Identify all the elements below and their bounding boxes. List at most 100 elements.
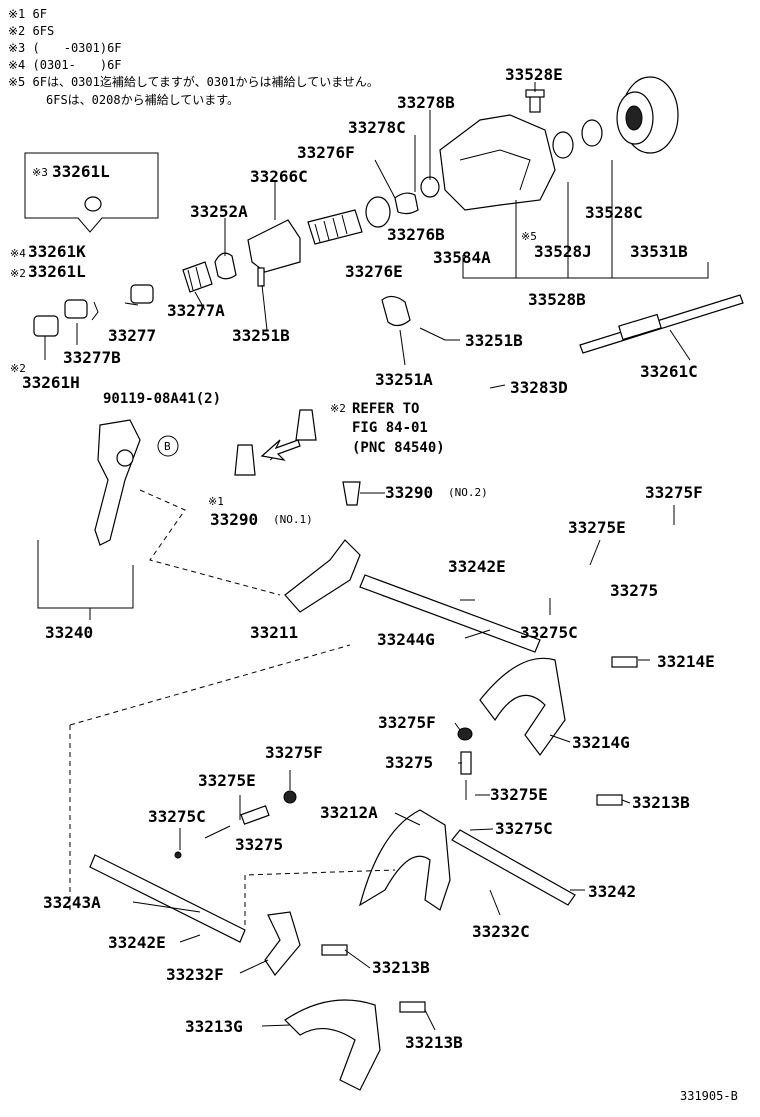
label-33275C-c[interactable]: 33275C: [495, 819, 553, 838]
label-33243A[interactable]: 33243A: [43, 893, 101, 912]
label-33252A[interactable]: 33252A: [190, 202, 248, 221]
label-33242[interactable]: 33242: [588, 882, 636, 901]
label-33278B[interactable]: 33278B: [397, 93, 455, 112]
label-33283D[interactable]: 33283D: [510, 378, 568, 397]
label-33528J[interactable]: 33528J: [534, 242, 592, 261]
label-33275-c[interactable]: 33275: [235, 835, 283, 854]
label-33275C-b[interactable]: 33275C: [148, 807, 206, 826]
note-3: ※3 ( -0301)6F: [8, 41, 122, 55]
label-33261C[interactable]: 33261C: [640, 362, 698, 381]
mark-1: ※1: [208, 495, 224, 508]
label-33275E-b[interactable]: 33275E: [198, 771, 256, 790]
label-33277B[interactable]: 33277B: [63, 348, 121, 367]
refer-line-2[interactable]: FIG 84-01: [352, 420, 428, 436]
callout-part-label[interactable]: 33261L: [52, 162, 110, 181]
label-33213B-c[interactable]: 33213B: [405, 1033, 463, 1052]
shift-fork-33214G: [479, 657, 566, 757]
mark-2: ※2: [10, 267, 26, 280]
ring-shape: [552, 131, 574, 159]
label-33290-no1[interactable]: 33290: [210, 510, 258, 529]
bracket-33232F: [264, 911, 301, 977]
label-33212A[interactable]: 33212A: [320, 803, 378, 822]
label-33213G[interactable]: 33213G: [185, 1017, 243, 1036]
label-33251B-b[interactable]: 33251B: [465, 331, 523, 350]
mark-5: ※5: [521, 230, 537, 243]
shaft-33243A: [89, 854, 246, 943]
shift-fork-33212A: [359, 809, 451, 911]
shift-lever-33240: [37, 419, 281, 620]
label-33242E-b[interactable]: 33242E: [108, 933, 166, 952]
bushing-shape: [84, 196, 102, 212]
shift-fork-33213G: [284, 999, 381, 1091]
label-33277[interactable]: 33277: [108, 326, 156, 345]
note-4: ※4 (0301- )6F: [8, 58, 122, 72]
bearing-shape: [581, 119, 603, 147]
label-33214E[interactable]: 33214E: [657, 652, 715, 671]
label-33277A[interactable]: 33277A: [167, 301, 225, 320]
label-33266C[interactable]: 33266C: [250, 167, 308, 186]
refer-line-3: (PNC 84540): [352, 440, 445, 456]
label-33276E[interactable]: 33276E: [345, 262, 403, 281]
note-6: 6FSは、0208から補給しています。: [46, 93, 239, 107]
label-33214G[interactable]: 33214G: [572, 733, 630, 752]
label-33584A[interactable]: 33584A: [433, 248, 491, 267]
label-33251B-a[interactable]: 33251B: [232, 326, 290, 345]
refer-line-1: REFER TO: [352, 401, 419, 417]
ref-circle: [157, 435, 179, 457]
label-33213B-a[interactable]: 33213B: [632, 793, 690, 812]
label-33261L[interactable]: 33261L: [28, 262, 86, 281]
callout-mark: ※3: [32, 166, 48, 179]
label-33261H[interactable]: 33261H: [22, 373, 80, 392]
part-labels: 33528E 33278B 33278C 33276F 33266C 33252…: [22, 65, 715, 1052]
note-1: ※1 6F: [8, 7, 47, 21]
label-33240[interactable]: 33240: [45, 623, 93, 642]
shaft-33242: [451, 829, 576, 906]
label-33278C[interactable]: 33278C: [348, 118, 406, 137]
label-33275-b[interactable]: 33275: [385, 753, 433, 772]
label-33531B[interactable]: 33531B: [630, 242, 688, 261]
label-33275E-c[interactable]: 33275E: [490, 785, 548, 804]
shaft-33261C: [579, 294, 744, 354]
housing-shape: [439, 114, 556, 211]
ref-circle-label: B: [164, 440, 171, 453]
label-33290-no1-suffix: (NO.1): [273, 513, 313, 526]
label-33528B[interactable]: 33528B: [528, 290, 586, 309]
notes-block: ※1 6F ※2 6FS ※3 ( -0301)6F ※4 (0301- )6F…: [8, 7, 379, 107]
label-33290-no2[interactable]: 33290: [385, 483, 433, 502]
label-33276F[interactable]: 33276F: [297, 143, 355, 162]
label-90119[interactable]: 90119-08A41(2): [103, 391, 221, 407]
label-33211[interactable]: 33211: [250, 623, 298, 642]
label-33251A[interactable]: 33251A: [375, 370, 433, 389]
label-33275F-b[interactable]: 33275F: [378, 713, 436, 732]
label-33244G[interactable]: 33244G: [377, 630, 435, 649]
label-33275E-a[interactable]: 33275E: [568, 518, 626, 537]
label-33232F[interactable]: 33232F: [166, 965, 224, 984]
bracket-33528B: [462, 255, 709, 279]
label-33275-a[interactable]: 33275: [610, 581, 658, 600]
label-33275C-a[interactable]: 33275C: [520, 623, 578, 642]
note-5: ※5 6Fは、0301迄補給してますが、0301からは補給していません。: [8, 74, 379, 89]
shift-shaft-33244G: [359, 574, 541, 653]
label-33528E[interactable]: 33528E: [505, 65, 563, 84]
label-33275F-c[interactable]: 33275F: [265, 743, 323, 762]
refer-mark: ※2: [330, 402, 346, 415]
bolt-shape: [529, 95, 541, 113]
label-33276B[interactable]: 33276B: [387, 225, 445, 244]
mark-2b: ※2: [10, 362, 26, 375]
label-33213B-b[interactable]: 33213B: [372, 958, 430, 977]
lever-housing-shape: [247, 219, 301, 273]
label-33232C[interactable]: 33232C: [472, 922, 530, 941]
label-33290-no2-suffix: (NO.2): [448, 486, 488, 499]
extension-housing-group: [439, 76, 679, 211]
mark-4: ※4: [10, 247, 26, 260]
label-33528C[interactable]: 33528C: [585, 203, 643, 222]
callout-box: ※3 33261L: [24, 152, 159, 233]
label-33242E-a[interactable]: 33242E: [448, 557, 506, 576]
label-33275F-a[interactable]: 33275F: [645, 483, 703, 502]
neutral-switch-group: [234, 409, 361, 506]
leader-lines: [44, 82, 691, 1031]
label-33261K[interactable]: 33261K: [28, 242, 86, 261]
note-2: ※2 6FS: [8, 24, 54, 38]
